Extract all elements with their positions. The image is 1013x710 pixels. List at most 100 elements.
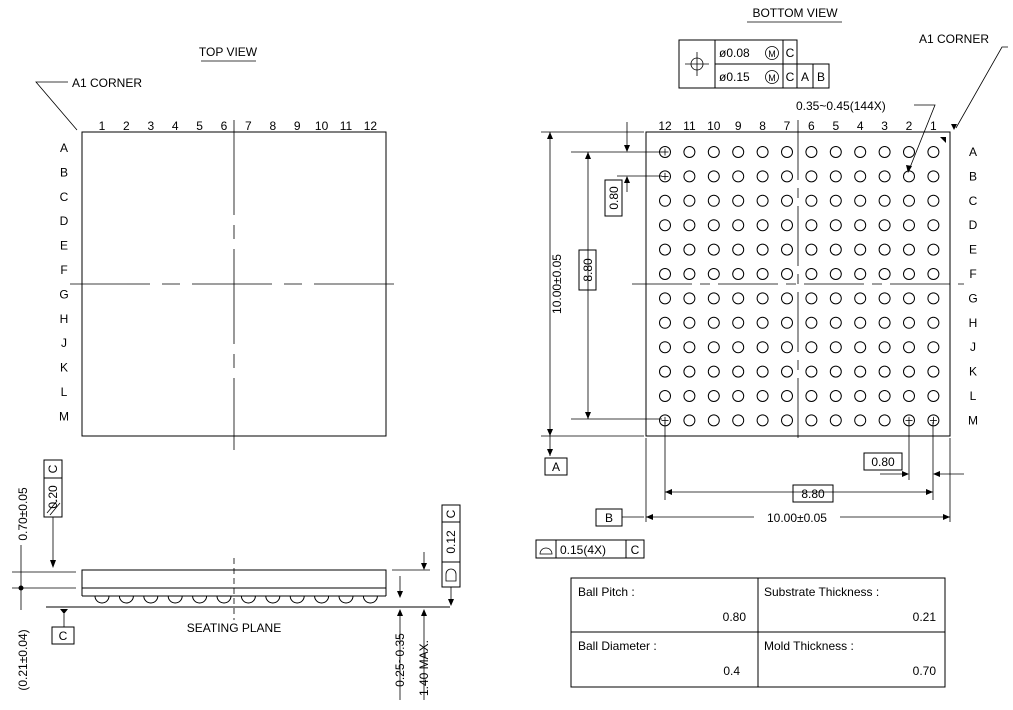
spec-table: Ball Pitch : 0.80 Substrate Thickness : … bbox=[570, 577, 946, 688]
solder-ball bbox=[805, 341, 818, 354]
solder-ball bbox=[829, 170, 842, 183]
solder-ball bbox=[781, 219, 793, 232]
solder-ball bbox=[659, 341, 671, 354]
top-view-title: TOP VIEW bbox=[199, 45, 258, 59]
bottom-row-label: G bbox=[968, 291, 977, 305]
top-row-label: D bbox=[60, 214, 69, 228]
solder-ball bbox=[927, 243, 940, 256]
top-a1-corner-label: A1 CORNER bbox=[72, 76, 142, 90]
solder-ball bbox=[878, 316, 891, 329]
solder-ball bbox=[781, 341, 793, 354]
side-solder-ball bbox=[167, 595, 183, 604]
solder-ball bbox=[707, 341, 720, 354]
datum-a-label: A bbox=[552, 460, 560, 474]
datum-a-box bbox=[544, 457, 568, 476]
solder-ball bbox=[732, 219, 745, 232]
solder-ball bbox=[683, 194, 696, 207]
solder-ball bbox=[756, 194, 769, 207]
solder-ball bbox=[781, 243, 793, 256]
solder-ball bbox=[927, 365, 940, 378]
top-col-label: 3 bbox=[147, 119, 154, 133]
bottom-row-label: D bbox=[969, 218, 978, 232]
ball-grid-array bbox=[659, 146, 940, 427]
side-solder-ball bbox=[143, 595, 159, 604]
top-col-label: 12 bbox=[364, 119, 378, 133]
bottom-col-label: 3 bbox=[881, 119, 888, 133]
profile-tolerance-frame: 0.15(4X) C bbox=[535, 539, 645, 559]
top-col-label: 8 bbox=[269, 119, 276, 133]
solder-ball bbox=[829, 390, 842, 402]
bottom-row-label: J bbox=[970, 340, 976, 354]
solder-ball bbox=[732, 414, 745, 427]
solder-ball bbox=[878, 341, 891, 354]
solder-ball bbox=[781, 414, 793, 427]
bottom-col-label: 4 bbox=[857, 119, 864, 133]
body-width-dim: 10.00±0.05 bbox=[767, 511, 827, 525]
span-h-box bbox=[792, 484, 834, 503]
solder-ball bbox=[903, 316, 915, 329]
solder-ball bbox=[805, 414, 818, 427]
fcf-row1-tolerance: ø0.08 bbox=[719, 46, 750, 60]
solder-ball bbox=[707, 365, 720, 378]
top-row-label: H bbox=[60, 312, 69, 326]
span-v-dim: 8.80 bbox=[581, 258, 595, 282]
solder-ball bbox=[805, 170, 818, 183]
solder-ball bbox=[732, 292, 745, 305]
pitch-h-dim: 0.80 bbox=[871, 455, 895, 469]
solder-ball bbox=[707, 146, 720, 158]
solder-ball bbox=[756, 146, 769, 158]
bottom-col-label: 2 bbox=[906, 119, 913, 133]
bottom-row-label: B bbox=[969, 169, 977, 183]
bottom-col-label: 10 bbox=[707, 119, 721, 133]
solder-ball bbox=[805, 194, 818, 207]
solder-ball bbox=[927, 194, 940, 207]
solder-ball bbox=[756, 219, 769, 232]
solder-ball bbox=[707, 194, 720, 207]
solder-ball bbox=[829, 146, 842, 158]
solder-ball bbox=[659, 219, 671, 232]
solder-ball bbox=[683, 414, 696, 427]
solder-ball bbox=[903, 341, 915, 354]
flatness-icon bbox=[445, 568, 457, 582]
solder-ball bbox=[732, 243, 745, 256]
solder-ball bbox=[659, 365, 671, 378]
solder-ball bbox=[805, 268, 818, 280]
bottom-row-label: C bbox=[969, 194, 978, 208]
solder-ball bbox=[756, 414, 769, 427]
solder-ball bbox=[707, 268, 720, 280]
solder-ball bbox=[878, 268, 891, 280]
solder-ball bbox=[878, 219, 891, 232]
top-a1-leader bbox=[35, 81, 78, 131]
bottom-a1-leader bbox=[955, 46, 1008, 129]
bottom-col-label: 5 bbox=[832, 119, 839, 133]
side-solder-balls bbox=[94, 595, 378, 604]
side-solder-ball bbox=[362, 595, 378, 604]
solder-ball bbox=[903, 170, 915, 183]
solder-ball bbox=[854, 243, 867, 256]
fcf-row2-datum-a: A bbox=[801, 70, 809, 84]
solder-ball bbox=[756, 170, 769, 183]
top-row-label: F bbox=[60, 263, 67, 277]
solder-ball bbox=[805, 219, 818, 232]
solder-ball bbox=[732, 341, 745, 354]
solder-ball bbox=[878, 243, 891, 256]
solder-ball bbox=[707, 243, 720, 256]
solder-ball bbox=[683, 243, 696, 256]
solder-ball bbox=[707, 390, 720, 402]
solder-ball bbox=[781, 194, 793, 207]
top-col-label: 10 bbox=[315, 119, 329, 133]
solder-ball bbox=[829, 268, 842, 280]
solder-ball bbox=[683, 292, 696, 305]
table-ball-pitch-label: Ball Pitch : bbox=[578, 585, 635, 599]
solder-ball bbox=[707, 292, 720, 305]
solder-ball bbox=[829, 414, 842, 427]
bottom-col-label: 8 bbox=[759, 119, 766, 133]
pitch-v-dim: 0.80 bbox=[607, 186, 621, 210]
body-height-dim: 10.00±0.05 bbox=[550, 254, 564, 314]
solder-ball bbox=[878, 414, 891, 427]
solder-ball bbox=[707, 414, 720, 427]
solder-ball bbox=[903, 365, 915, 378]
